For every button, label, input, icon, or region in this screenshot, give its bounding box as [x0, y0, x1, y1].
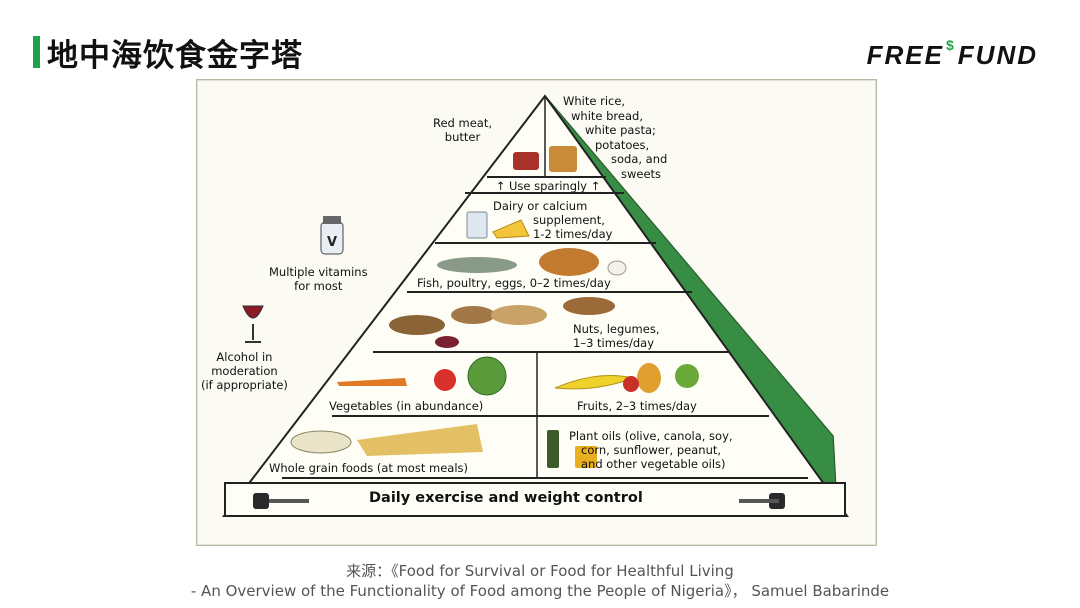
label-vegetables: Vegetables (in abundance)	[329, 399, 484, 413]
tomato-icon	[434, 369, 456, 391]
logo-text-free: FREE	[866, 40, 944, 70]
egg-icon	[607, 260, 627, 276]
label-nuts-legumes: Nuts, legumes,1–3 times/day	[573, 322, 660, 350]
bread-icon	[549, 146, 577, 172]
source-citation-line2: - An Overview of the Functionality of Fo…	[190, 582, 890, 600]
page-title: 地中海饮食金字塔	[47, 38, 303, 74]
nuts-pile-icon	[389, 315, 445, 335]
label-fish-poultry: Fish, poultry, eggs, 0–2 times/day	[417, 276, 611, 290]
apple-icon	[623, 376, 639, 392]
label-use-sparingly: ↑ Use sparingly ↑	[495, 179, 601, 193]
label-whole-grains: Whole grain foods (at most meals)	[269, 461, 468, 475]
vitamin-bottle-mark: V	[327, 235, 337, 250]
brand-logo: FREE$FUND	[866, 37, 1038, 71]
pyramid-drawing: V	[221, 94, 849, 517]
wheat-icon	[357, 424, 483, 456]
label-red-meat: Red meat,butter	[433, 116, 492, 144]
legumes-pile-icon	[491, 305, 547, 325]
label-fruits: Fruits, 2–3 times/day	[577, 399, 697, 413]
wine-glass-icon	[242, 305, 264, 319]
grain-bowl-icon	[290, 430, 352, 454]
oil-jar-icon	[575, 446, 597, 468]
logo-text-fund: FUND	[957, 40, 1038, 70]
cheese-icon	[492, 219, 530, 239]
label-refined-carbs: White rice, white bread, white pasta; po…	[563, 94, 668, 181]
dumbbell-left-icon	[253, 493, 269, 509]
food-pyramid-figure: V Red meat,butter White rice, white brea…	[196, 79, 877, 546]
grapes-icon	[675, 364, 699, 388]
title-accent-bar	[33, 36, 40, 68]
oil-bottle-icon	[547, 430, 559, 468]
carrot-icon	[337, 378, 407, 386]
label-daily-exercise: Daily exercise and weight control	[369, 490, 643, 506]
label-dairy: Dairy or calcium supplement, 1-2 times/d…	[493, 199, 613, 241]
source-citation-line1: 来源：《Food for Survival or Food for Health…	[346, 562, 734, 580]
milk-glass-icon	[466, 211, 488, 239]
label-plant-oils: Plant oils (olive, canola, soy, corn, su…	[569, 429, 733, 471]
fish-icon	[437, 257, 517, 273]
beans-icon	[435, 336, 459, 348]
dollar-icon: $	[945, 37, 956, 53]
pear-icon	[637, 363, 661, 393]
poultry-icon	[539, 248, 599, 276]
red-meat-icon	[513, 152, 539, 170]
cabbage-icon	[467, 356, 507, 396]
